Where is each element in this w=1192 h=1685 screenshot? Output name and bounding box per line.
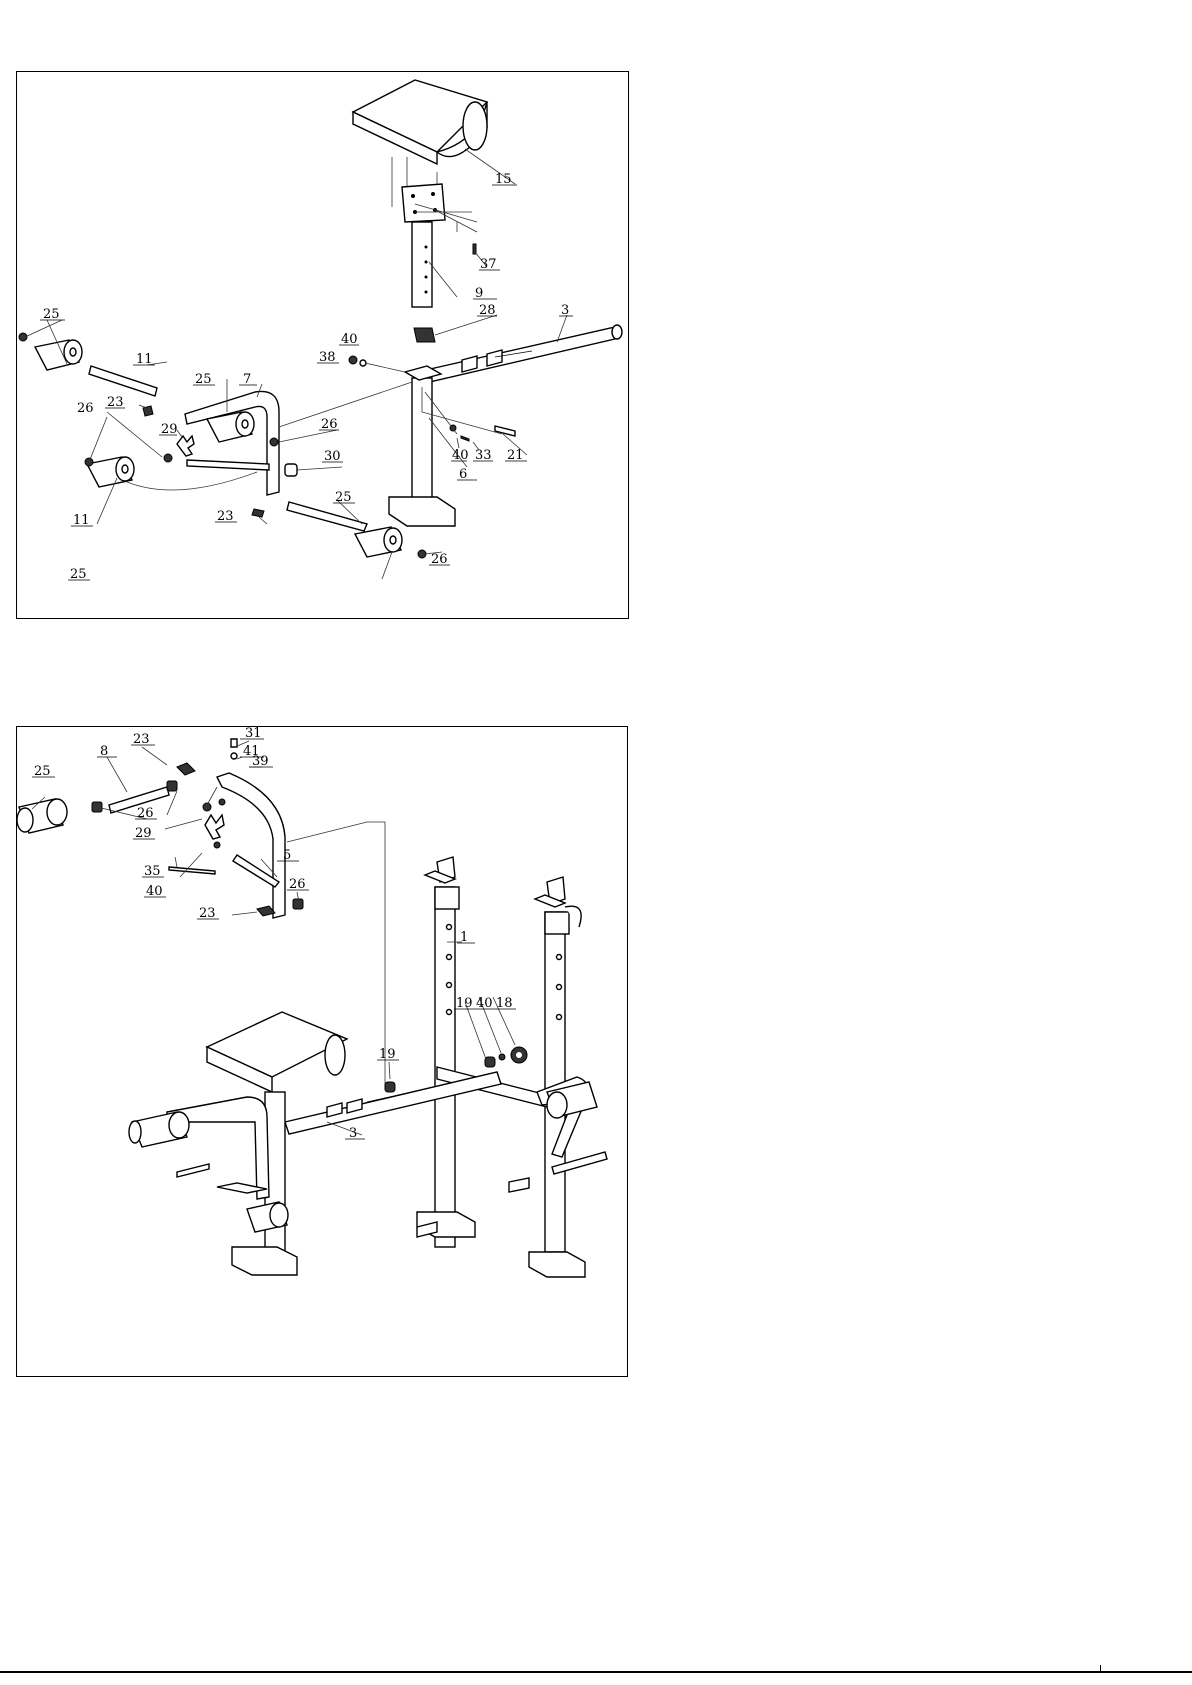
- callout-25: 25: [335, 490, 352, 505]
- callout-25: 25: [34, 764, 51, 779]
- callout-40: 40: [452, 448, 469, 463]
- square-insert: [414, 328, 435, 342]
- callout-25: 25: [43, 307, 60, 322]
- callout-23: 23: [133, 732, 150, 747]
- callout-23: 23: [107, 395, 124, 410]
- assembly-diagram-bottom: 31 23 41 8 39 25 26 29 5 35 26 40 23 1 1…: [16, 726, 628, 1377]
- callout-29: 29: [135, 826, 152, 841]
- callout-6: 6: [459, 467, 467, 482]
- callout-38: 38: [319, 350, 336, 365]
- callout-23: 23: [217, 509, 234, 524]
- callout-5: 5: [283, 848, 291, 863]
- preacher-arm: [217, 773, 285, 918]
- callout-26: 26: [137, 806, 154, 821]
- callout-18: 18: [496, 996, 513, 1011]
- callout-33: 33: [475, 448, 492, 463]
- callout-26: 26: [77, 401, 94, 416]
- callout-11: 11: [73, 513, 90, 528]
- callout-3: 3: [349, 1126, 357, 1141]
- callout-23: 23: [199, 906, 216, 921]
- callout-31: 31: [245, 727, 262, 741]
- callout-25: 25: [195, 372, 212, 387]
- callout-37: 37: [480, 257, 497, 272]
- main-beam: [417, 327, 619, 384]
- preacher-pad: [353, 80, 487, 164]
- callout-8: 8: [100, 744, 108, 759]
- preacher-post: [412, 222, 432, 307]
- callout-26: 26: [289, 877, 306, 892]
- roller-rod-upper: [89, 366, 157, 396]
- callout-30: 30: [324, 449, 341, 464]
- mounting-plate: [402, 184, 445, 222]
- callout-28: 28: [479, 303, 496, 318]
- callout-19: 19: [456, 996, 473, 1011]
- callout-40: 40: [476, 996, 493, 1011]
- callout-21: 21: [507, 448, 524, 463]
- callout-40: 40: [341, 332, 358, 347]
- page-bottom-tick: [1100, 1665, 1101, 1673]
- callout-35: 35: [144, 864, 161, 879]
- callout-26: 26: [321, 417, 338, 432]
- callout-39: 39: [252, 754, 269, 769]
- callout-29: 29: [161, 422, 178, 437]
- callout-15: 15: [495, 172, 512, 187]
- main-beam: [285, 1072, 501, 1134]
- callout-7: 7: [243, 372, 251, 387]
- callout-11: 11: [136, 352, 153, 367]
- callout-26: 26: [431, 552, 448, 567]
- callout-40: 40: [146, 884, 163, 899]
- diagram-drawing-bottom: 31 23 41 8 39 25 26 29 5 35 26 40 23 1 1…: [17, 727, 629, 1378]
- callout-9: 9: [475, 286, 483, 301]
- callout-3: 3: [561, 303, 569, 318]
- diagram-drawing-top: 15 37 9 28 3 40 38 25 11 25 7 23 26 29 3…: [17, 72, 630, 620]
- leg-developer-arm: [185, 391, 279, 495]
- exploded-diagram-top: 15 37 9 28 3 40 38 25 11 25 7 23 26 29 3…: [16, 71, 629, 619]
- front-foot: [389, 497, 455, 526]
- roller-rod-lower: [287, 502, 367, 531]
- page-bottom-rule: [0, 1671, 1192, 1673]
- callout-25: 25: [70, 567, 87, 582]
- callout-19: 19: [379, 1047, 396, 1062]
- callout-1: 1: [460, 930, 468, 945]
- pop-pin: [495, 426, 515, 436]
